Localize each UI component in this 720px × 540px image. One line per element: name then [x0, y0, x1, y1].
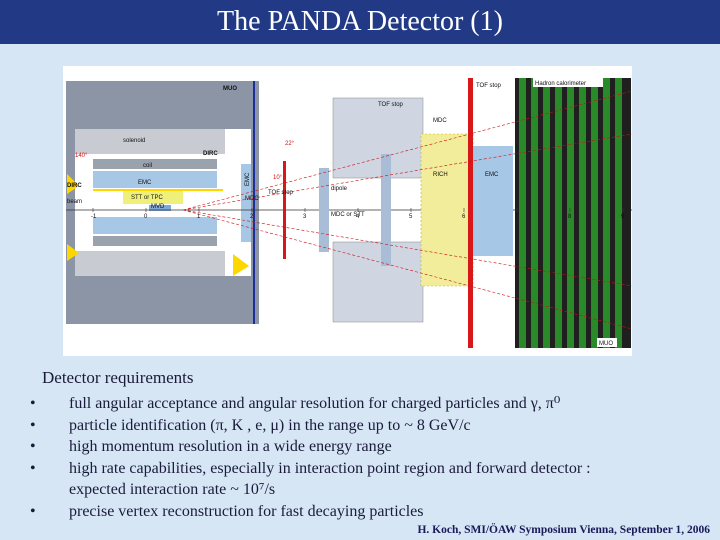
label-tof-stop-top: TOF stop	[378, 102, 404, 108]
label-dirc-left: DIRC	[67, 183, 82, 189]
dirc-left-bottom	[67, 244, 79, 261]
axis-tick-label: 4	[356, 214, 360, 220]
requirement-text: high momentum resolution in a wide energ…	[69, 438, 392, 455]
label-hadron-calorimeter: Hadron calorimeter	[535, 81, 586, 87]
axis-tick-label: 7	[515, 214, 519, 220]
hadron-calorimeter	[515, 78, 631, 348]
requirement-item: • precise vertex reconstruction for fast …	[30, 501, 710, 523]
dipole-bottom	[332, 241, 424, 323]
muon-yoke-bottom	[66, 276, 259, 324]
requirements-list: • full angular acceptance and angular res…	[30, 393, 710, 522]
tof-stop-forward	[468, 78, 473, 348]
label-angle-140: 140°	[75, 153, 88, 159]
bullet-glyph: •	[30, 395, 36, 412]
bullet-glyph: •	[30, 502, 36, 520]
solenoid-top	[75, 129, 225, 154]
requirement-text: high rate capabilities, especially in in…	[69, 459, 591, 477]
rich-detector	[420, 133, 474, 287]
bullet-glyph: •	[30, 459, 36, 477]
axis-tick-label: 2	[250, 214, 254, 220]
acceptance-22-bottom	[182, 209, 632, 330]
label-solenoid: solenoid	[123, 138, 145, 144]
dirc-left-top	[67, 174, 79, 194]
axis-tick-label: 6	[462, 214, 466, 220]
label-rich: RICH	[433, 172, 448, 178]
acceptance-10-top	[182, 133, 632, 211]
axis-ticks: -1012345678910	[91, 208, 625, 220]
axis-tick-label: 1	[197, 214, 201, 220]
label-mvd: MVD	[151, 204, 165, 210]
acceptance-22-top	[182, 90, 632, 211]
requirement-item: expected interaction rate ~ 10⁷/s	[30, 479, 710, 501]
label-coil: coil	[143, 163, 152, 169]
label-tof-stop-mid: TOF stop	[268, 190, 294, 196]
label-emc: EMC	[138, 180, 152, 186]
label-beam: beam	[67, 199, 82, 205]
detector-drawing: MUO solenoid coil EMC DIRC DIRC STT or T…	[66, 78, 632, 348]
requirement-item: • high rate capabilities, especially in i…	[30, 458, 710, 480]
axis-tick-label: 3	[303, 214, 307, 220]
dipole-top	[332, 97, 424, 179]
requirement-item: • particle identification (π, K , e, μ) i…	[30, 415, 710, 437]
label-mdc-top: MDC	[433, 118, 447, 124]
requirement-text: particle identification (π, K , e, μ) in…	[69, 416, 471, 434]
emc-barrel-top	[93, 171, 217, 188]
requirement-item: • high momentum resolution in a wide ener…	[30, 436, 710, 458]
mvd	[149, 205, 171, 211]
muon-yoke-top	[66, 81, 259, 129]
coil-bottom	[93, 236, 217, 246]
label-muo-bottom: MUO	[599, 341, 613, 347]
dirc-barrel	[93, 189, 223, 191]
axis-tick-label: -1	[91, 214, 97, 220]
title-bar: The PANDA Detector (1)	[0, 0, 720, 44]
label-stt-tpc: STT or TPC	[131, 195, 163, 201]
coil-top	[93, 159, 217, 169]
footer-citation: H. Koch, SMI/ÖAW Symposium Vienna, Septe…	[417, 524, 710, 536]
axis-tick-label: 0	[144, 214, 148, 220]
label-emc-forward: EMC	[485, 172, 499, 178]
axis-tick-label: 9	[621, 214, 625, 220]
emc-forward	[473, 146, 513, 256]
label-dipole: dipole	[331, 186, 348, 192]
mdc-2	[381, 154, 391, 266]
axis-tick-label: 5	[409, 214, 413, 220]
emc-barrel-bottom	[93, 217, 217, 234]
axis-tick-label: 8	[568, 214, 572, 220]
acceptance-10-bottom	[182, 209, 632, 287]
requirements-heading: Detector requirements	[42, 368, 194, 387]
label-emc-vertical: EMC	[245, 172, 251, 186]
requirement-item: • full angular acceptance and angular res…	[30, 393, 710, 415]
stt-tpc	[123, 190, 183, 204]
label-mdc-or-stt: MDC or STT	[331, 212, 365, 218]
yoke-edge	[253, 81, 255, 324]
solenoid-bottom	[75, 251, 225, 276]
bullet-glyph: •	[30, 438, 36, 455]
label-tof-stop-right: TOF stop	[476, 83, 502, 89]
emc-endcap	[241, 164, 251, 242]
tof-stop-mid	[283, 161, 286, 259]
panda-detector-diagram: MUO solenoid coil EMC DIRC DIRC STT or T…	[63, 66, 632, 356]
muo-label-bg	[597, 338, 617, 347]
dirc-endcap	[233, 254, 249, 276]
muon-yoke-back	[66, 81, 75, 324]
mdc-1	[319, 168, 329, 252]
requirement-text: full angular acceptance and angular reso…	[69, 395, 561, 412]
requirement-text: expected interaction rate ~ 10⁷/s	[69, 481, 276, 498]
label-angle-22: 22°	[285, 141, 295, 147]
hadron-label-bg	[533, 78, 603, 87]
label-dirc-barrel: DIRC	[203, 151, 218, 157]
requirement-text: precise vertex reconstruction for fast d…	[69, 502, 424, 520]
label-muo: MUO	[223, 86, 237, 92]
bullet-glyph: •	[30, 416, 36, 434]
label-angle-10: 10°	[273, 175, 283, 181]
label-mdc-small: MDC	[245, 196, 259, 202]
slide-title: The PANDA Detector (1)	[217, 6, 503, 37]
